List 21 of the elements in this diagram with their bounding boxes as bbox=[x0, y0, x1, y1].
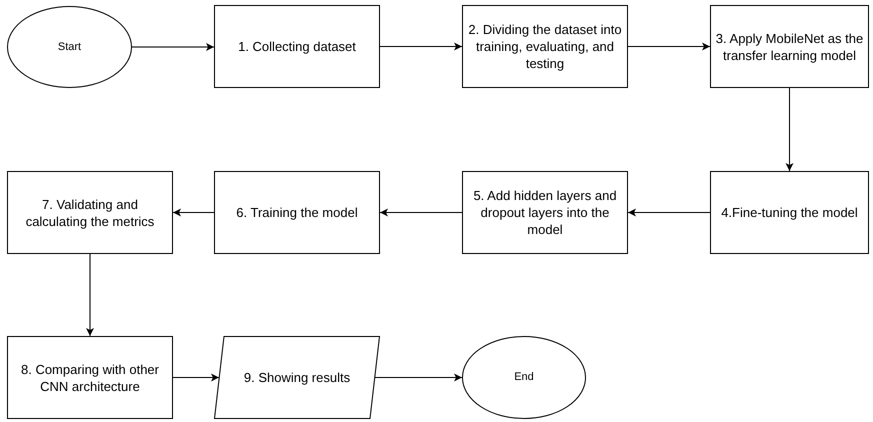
process-box: 4.Fine-tuning the model bbox=[710, 171, 869, 254]
arrow bbox=[172, 374, 220, 382]
process-box: 6. Training the model bbox=[214, 171, 380, 254]
arrow bbox=[132, 43, 214, 51]
arrow bbox=[380, 42, 462, 50]
process-box: 3. Apply MobileNet as the transfer learning model bbox=[710, 5, 869, 88]
arrow bbox=[786, 88, 794, 172]
process-box: 8. Comparing with other CNN architecture bbox=[7, 336, 173, 419]
arrow bbox=[628, 208, 710, 216]
process-box: 2. Dividing the dataset into training, evaluating, and testing bbox=[462, 5, 628, 88]
process-box: 1. Collecting dataset bbox=[214, 5, 380, 88]
arrow bbox=[380, 208, 462, 216]
data-parallelogram: 9. Showing results bbox=[214, 336, 380, 419]
terminal-ellipse: Start bbox=[7, 6, 132, 88]
arrow bbox=[628, 42, 710, 50]
arrow bbox=[374, 374, 462, 382]
process-box: 5. Add hidden layers and dropout layers into the model bbox=[462, 171, 628, 254]
process-box: 7. Validating and calculating the metrics bbox=[7, 171, 173, 254]
arrow bbox=[172, 208, 214, 216]
arrow bbox=[86, 254, 94, 336]
terminal-ellipse: End bbox=[462, 336, 586, 419]
